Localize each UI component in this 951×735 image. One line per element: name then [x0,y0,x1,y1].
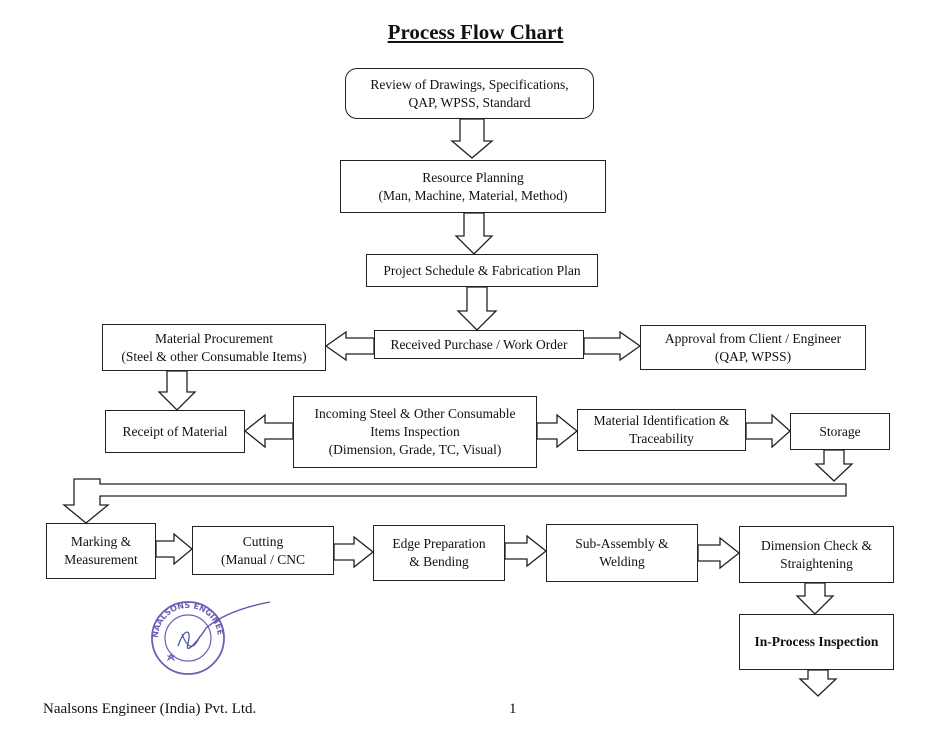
step-client-approval: Approval from Client / Engineer (QAP, WP… [640,325,866,370]
arrow-down-icon [456,286,498,331]
arrow-down-icon [454,212,494,255]
arrow-down-icon [814,449,854,482]
step-material-identification: Material Identification & Traceability [577,409,746,451]
step-cutting: Cutting (Manual / CNC [192,526,334,575]
stamp-seal-icon: NAALSONS ENGINEERS [145,591,271,675]
arrow-right-icon [333,535,375,569]
step-sub-assembly: Sub-Assembly & Welding [546,524,698,582]
arrow-right-icon [583,330,642,362]
arrow-right-icon [536,413,579,449]
arrow-down-icon [795,582,835,615]
footer-company-name: Naalsons Engineer (India) Pvt. Ltd. [43,701,257,717]
step-in-process-inspection: In-Process Inspection [739,614,894,670]
step-material-procurement: Material Procurement (Steel & other Cons… [102,324,326,371]
arrow-down-icon [798,669,838,697]
step-dimension-check: Dimension Check & Straightening [739,526,894,583]
arrow-down-icon [157,370,197,411]
step-project-schedule: Project Schedule & Fabrication Plan [366,254,598,287]
return-flow-arrow [62,478,847,524]
step-resource-planning: Resource Planning (Man, Machine, Materia… [340,160,606,213]
arrow-right-icon [155,532,194,566]
footer-page-number: 1 [509,701,517,717]
step-storage: Storage [790,413,890,450]
arrow-down-icon [450,118,494,159]
arrow-left-icon [243,413,294,449]
arrow-right-icon [697,536,741,570]
arrow-left-icon [324,330,375,362]
step-incoming-inspection: Incoming Steel & Other Consumable Items … [293,396,537,468]
step-edge-preparation: Edge Preparation & Bending [373,525,505,581]
company-stamp: NAALSONS ENGINEERS [145,591,278,685]
step-review-drawings: Review of Drawings, Specifications, QAP,… [345,68,594,119]
arrow-right-icon [504,534,548,568]
arrow-right-icon [745,413,791,449]
page-title: Process Flow Chart [387,20,564,44]
step-received-purchase-order: Received Purchase / Work Order [374,330,584,359]
step-marking-measurement: Marking & Measurement [46,523,156,579]
step-receipt-of-material: Receipt of Material [105,410,245,453]
